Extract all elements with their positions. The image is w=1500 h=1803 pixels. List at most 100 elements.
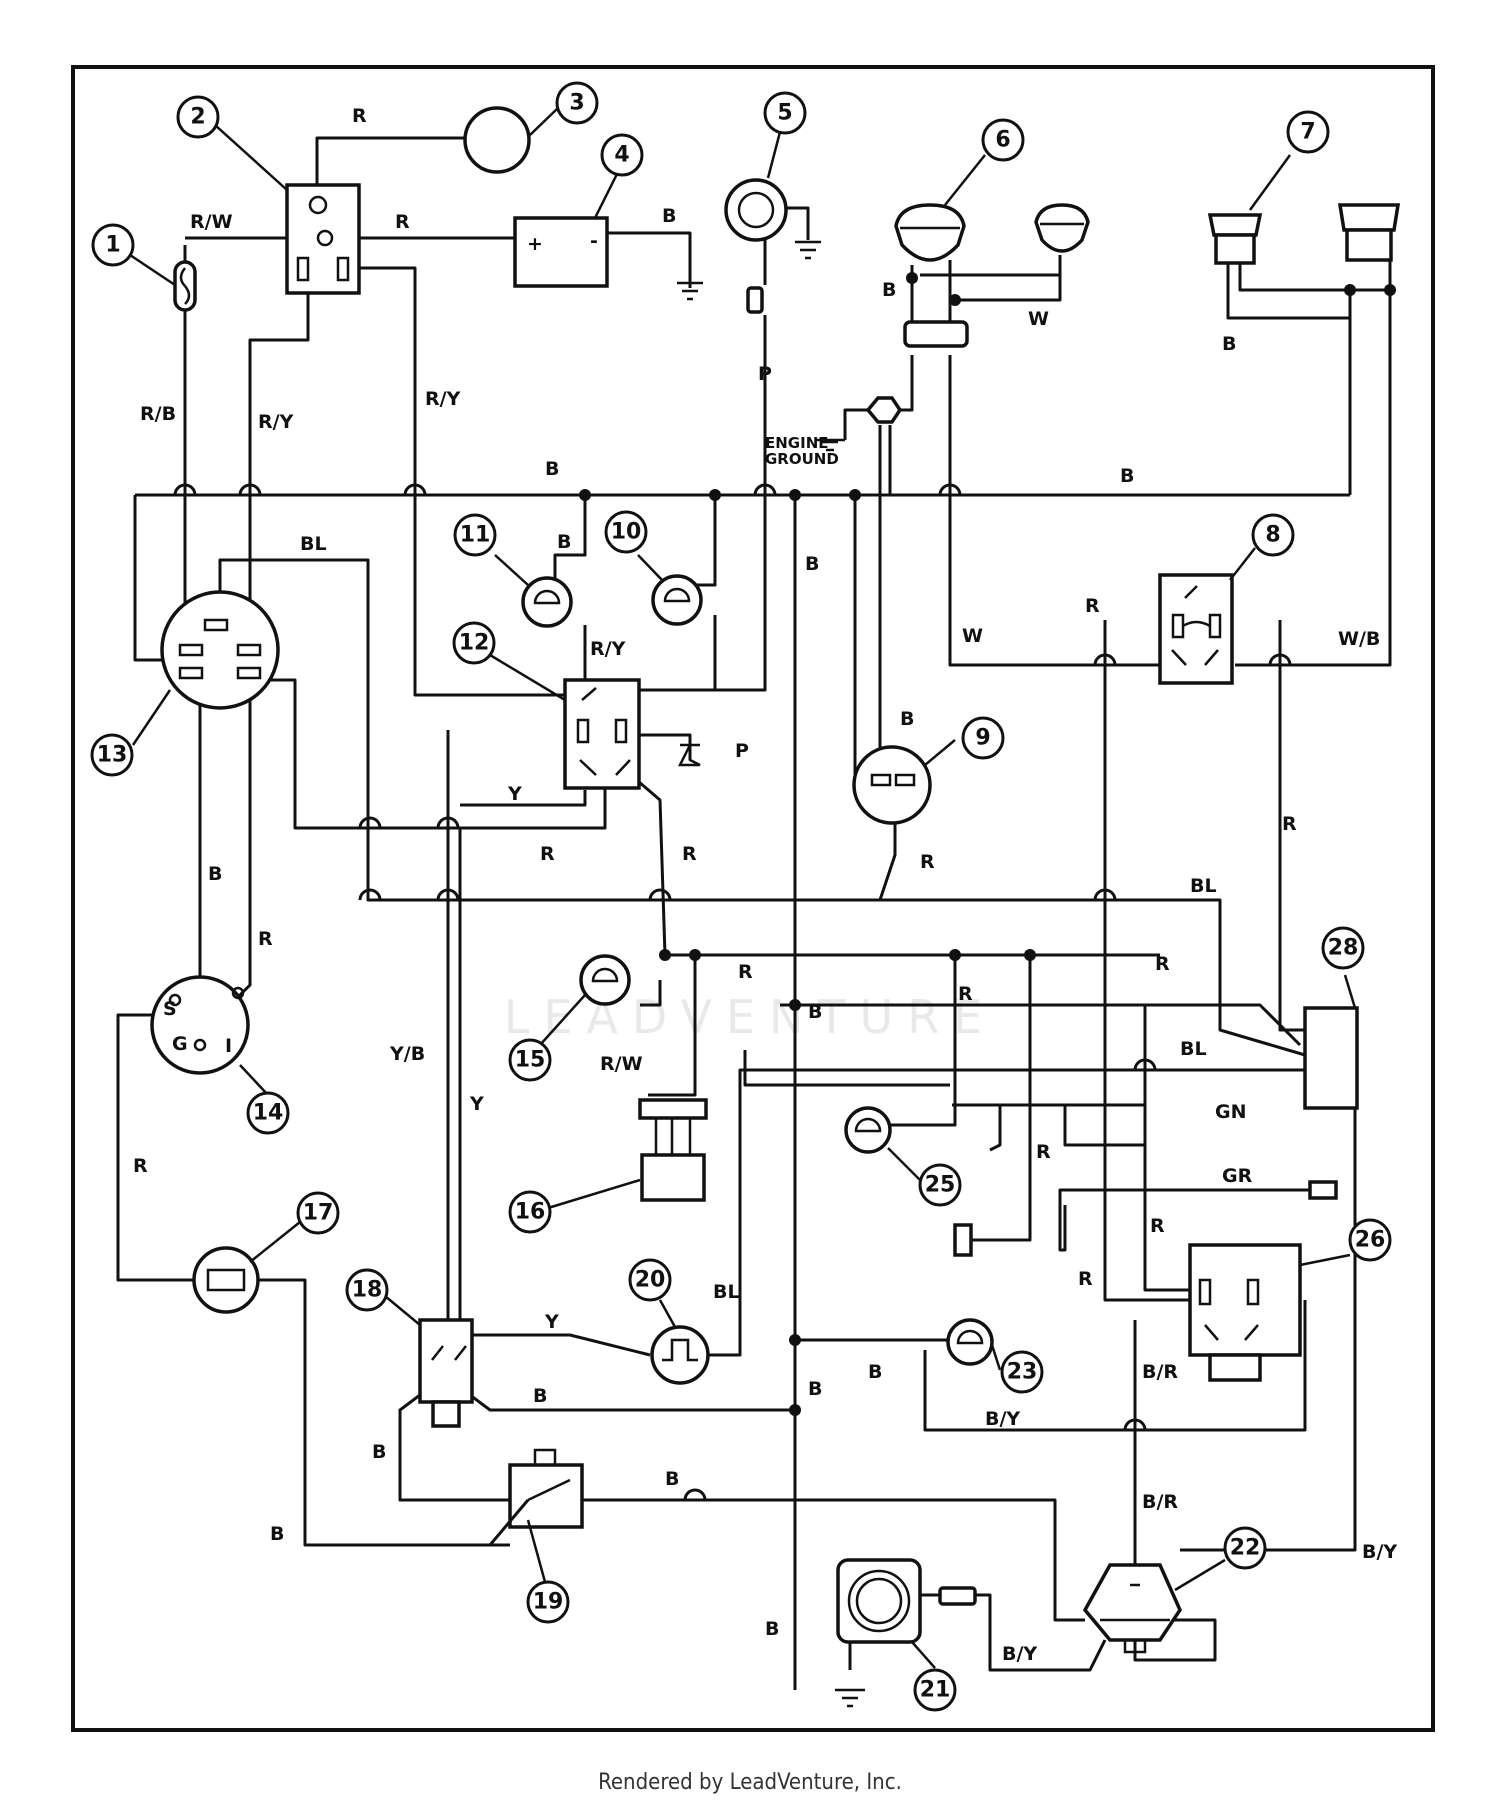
connector-16 [638, 1098, 708, 1202]
module-28 [1303, 1006, 1359, 1110]
wire-label: P [735, 740, 749, 762]
lamp-23 [946, 1318, 994, 1366]
callout-11: 11 [453, 513, 497, 557]
wire-label: B/Y [1362, 1541, 1397, 1563]
headlight-right [1034, 203, 1090, 253]
wire-label: W [962, 625, 983, 647]
callout-6: 6 [981, 118, 1025, 162]
svg-text:8: 8 [1265, 523, 1280, 548]
wire-label: B [805, 553, 819, 575]
headlight-left [894, 203, 966, 262]
key-switch-12 [563, 678, 701, 790]
wire-label: B [808, 1378, 822, 1400]
wires [116, 136, 1392, 1690]
wire-label: P [758, 363, 772, 385]
wire-label: R/W [600, 1053, 643, 1075]
round-switch [852, 745, 932, 825]
callout-12: 12 [452, 621, 496, 665]
wire-label: B/Y [1002, 1643, 1037, 1665]
wire-label: BL [1180, 1038, 1207, 1060]
callout-25: 25 [918, 1163, 962, 1207]
svg-text:10: 10 [611, 520, 642, 545]
wire-label: Y [544, 1311, 559, 1333]
wire-label: R/Y [258, 411, 294, 433]
alarm-horn-21 [835, 1558, 977, 1708]
svg-text:25: 25 [925, 1173, 956, 1198]
callout-7: 7 [1286, 110, 1330, 154]
headlight-connector [903, 320, 969, 348]
svg-text:5: 5 [777, 101, 792, 126]
callout-5: 5 [763, 91, 807, 135]
wire-label: R/Y [425, 388, 461, 410]
wire-label: B [557, 531, 571, 553]
wire-label: B [662, 205, 676, 227]
wire-label: R [133, 1155, 148, 1177]
svg-text:26: 26 [1355, 1228, 1386, 1253]
svg-text:12: 12 [459, 631, 490, 656]
svg-text:6: 6 [995, 128, 1010, 153]
wire-label: B [665, 1468, 679, 1490]
wire-label: R [1282, 813, 1297, 835]
wire-label: BL [1190, 875, 1217, 897]
callout-10: 10 [604, 510, 648, 554]
svg-text:2: 2 [190, 105, 205, 130]
r-terminal [953, 1223, 973, 1257]
engine-ground-line2: GROUND [765, 450, 839, 468]
callout-1: 1 [91, 223, 135, 267]
svg-text:15: 15 [515, 1048, 546, 1073]
svg-text:4: 4 [614, 143, 629, 168]
callout-26: 26 [1348, 1218, 1392, 1262]
wire-label: R [1155, 953, 1170, 975]
callout-22: 22 [1223, 1526, 1267, 1570]
taillight-left [1207, 213, 1263, 265]
svg-text:23: 23 [1007, 1360, 1038, 1385]
wire-label: R [1078, 1268, 1093, 1290]
wire-crossovers [173, 483, 1292, 1501]
starter-relay [285, 183, 361, 295]
fuse [173, 260, 197, 312]
wire-label: W/B [1338, 628, 1380, 650]
battery: + - [513, 216, 703, 301]
wire-label: B [372, 1441, 386, 1463]
wire-label: R [395, 211, 410, 233]
terminal-i: I [225, 1035, 232, 1057]
lamp-25 [844, 1106, 892, 1154]
wire-label: R [258, 928, 273, 950]
wire-label: R [738, 961, 753, 983]
wire-label: B [900, 708, 914, 730]
wire-label: B [1222, 333, 1236, 355]
callout-21: 21 [913, 1668, 957, 1712]
svg-text:3: 3 [569, 91, 584, 116]
svg-text:18: 18 [352, 1278, 383, 1303]
junction-dots [579, 272, 1396, 1416]
engine-ground-bolt [865, 396, 903, 424]
taillight-right [1337, 203, 1401, 262]
callouts [129, 107, 1357, 1669]
wire-label: R [682, 843, 697, 865]
footer-credit: Rendered by LeadVenture, Inc. [598, 1770, 902, 1795]
wire-label: B [533, 1385, 547, 1407]
wire-label: Y/B [389, 1043, 425, 1065]
engine-ground-line1: ENGINE [765, 434, 829, 452]
svg-text:28: 28 [1328, 936, 1359, 961]
wire-label: B [765, 1618, 779, 1640]
module-17 [192, 1246, 260, 1314]
svg-text:16: 16 [515, 1200, 546, 1225]
switch-19 [488, 1448, 584, 1546]
callout-16: 16 [508, 1190, 552, 1234]
diagram-frame [71, 65, 1435, 1732]
callout-2: 2 [176, 95, 220, 139]
svg-text:19: 19 [533, 1590, 564, 1615]
wire-label: R/Y [590, 638, 626, 660]
wire-label: Y [507, 783, 522, 805]
wire-label: GN [1215, 1101, 1247, 1123]
callout-20: 20 [628, 1258, 672, 1302]
battery-minus: - [590, 230, 598, 252]
callout-3: 3 [555, 81, 599, 125]
wire-label: B [868, 1361, 882, 1383]
relay-26 [1188, 1243, 1302, 1382]
watermark: LEADVENTURE [503, 990, 997, 1044]
callout-17: 17 [296, 1191, 340, 1235]
light-switch [1158, 573, 1234, 685]
wire-label: R/B [140, 403, 176, 425]
